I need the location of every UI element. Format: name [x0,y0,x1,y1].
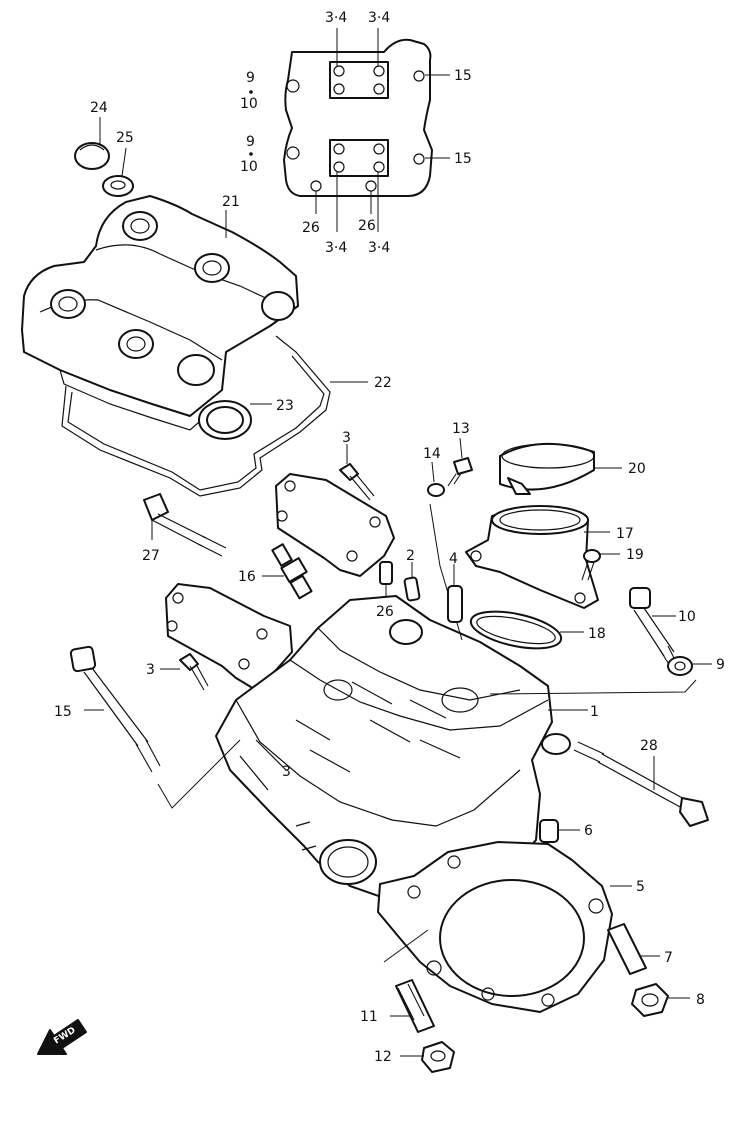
label-part-3-upper: 3 [342,430,351,446]
label-part-22: 22 [374,375,392,391]
part-17-intake-pipe [465,505,610,609]
tightening-layout-inset: 3·4 3·4 3·4 3·4 9 10 9 10 15 15 26 26 [240,10,472,256]
part-cam-cap-lower [165,583,293,691]
part-12-nut [400,1041,455,1073]
inset-label-15-bottom: 15 [454,151,472,167]
inset-label-26-right: 26 [358,218,376,234]
part-16-spark-plug [262,543,313,600]
inset-label-9-bottom: 9 [246,134,255,150]
inset-label-br: 3·4 [368,240,390,256]
part-25-seal [102,147,134,197]
part-5-head-gasket [377,841,632,1013]
part-6-dowel [539,819,580,843]
label-part-13: 13 [452,421,470,437]
label-part-10: 10 [678,609,696,625]
part-19-screw [581,549,620,581]
part-1-cylinder-head [215,595,588,913]
label-part-8: 8 [696,992,705,1008]
inset-cap-lower [329,139,389,177]
inset-label-26-left: 26 [302,220,320,236]
label-part-4: 4 [449,551,458,567]
part-27-bolt [143,493,227,557]
forward-direction-arrow: FWD [37,1019,87,1055]
part-24-cap [74,117,110,170]
label-part-28: 28 [640,738,658,754]
part-10-bolt [629,587,677,667]
label-part-5: 5 [636,879,645,895]
inset-label-9-top: 9 [246,70,255,86]
label-part-17: 17 [616,526,634,542]
label-part-3-center: 3 [282,764,291,780]
part-3-bolt-lower [160,653,209,691]
label-part-15: 15 [54,704,72,720]
label-part-19: 19 [626,547,644,563]
part-20-clamp [499,443,622,495]
label-part-9: 9 [716,657,725,673]
part-8-nut [631,983,690,1017]
label-part-16: 16 [238,569,256,585]
label-part-2: 2 [406,548,415,564]
inset-cap-upper [329,61,389,99]
inset-outline [283,38,433,197]
label-part-27: 27 [142,548,160,564]
label-part-7: 7 [664,950,673,966]
part-15-bolt [69,645,161,773]
part-26-dowel [379,561,393,596]
part-21-head-cover [21,195,299,431]
part-2-dowel [403,562,421,602]
inset-label-tl: 3·4 [325,10,347,26]
part-3-bolt-upper [339,444,375,501]
part-22-cover-gasket [61,335,368,497]
label-part-20: 20 [628,461,646,477]
label-part-23: 23 [276,398,294,414]
part-7-stud [607,923,660,975]
part-cam-cap-upper [275,473,395,577]
label-part-3-lower: 3 [146,662,155,678]
inset-label-bl: 3·4 [325,240,347,256]
leader-15-head [157,739,241,809]
inset-label-10-top: 10 [240,96,258,112]
label-part-11: 11 [360,1009,378,1025]
label-part-14: 14 [423,446,441,462]
part-18-oring [469,610,584,650]
part-9-washer [667,656,712,676]
label-part-24: 24 [90,100,108,116]
inset-label-15-top: 15 [454,68,472,84]
inset-label-tr: 3·4 [368,10,390,26]
label-part-1: 1 [590,704,599,720]
label-part-6: 6 [584,823,593,839]
label-part-26: 26 [376,604,394,620]
part-23-oring [198,400,272,440]
part-28-stud-bolt [573,741,709,827]
inset-label-10-bottom: 10 [240,159,258,175]
label-part-12: 12 [374,1049,392,1065]
part-11-stud [390,979,435,1033]
leader-9-head [489,679,697,695]
label-part-18: 18 [588,626,606,642]
part-14-plug [427,461,445,497]
label-part-25: 25 [116,130,134,146]
part-4-pin [447,564,463,623]
label-part-21: 21 [222,194,240,210]
part-13-screw [447,437,473,487]
